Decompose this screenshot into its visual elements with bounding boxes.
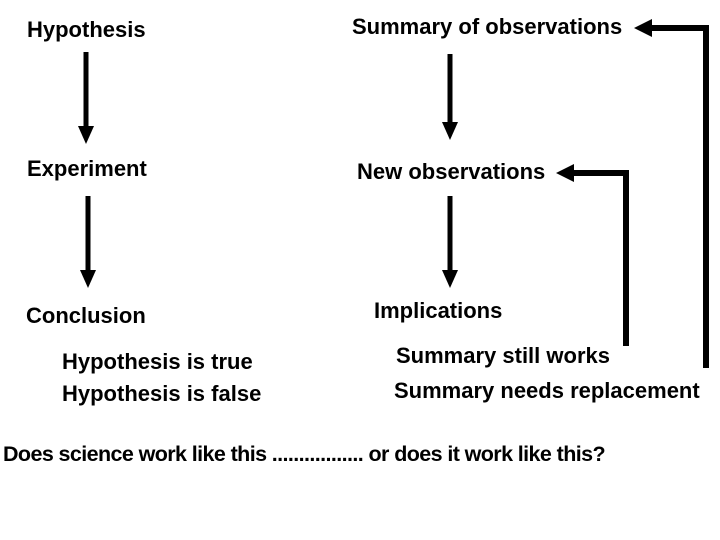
outcome-summary-needs-replacement: Summary needs replacement — [394, 378, 700, 403]
arrow-hypothesis-to-experiment — [78, 52, 94, 144]
arrow-experiment-to-conclusion — [80, 196, 96, 288]
arrow-stillworks-feedback — [556, 164, 629, 346]
node-hypothesis: Hypothesis — [27, 17, 146, 42]
arrow-summary-to-newobs — [442, 54, 458, 140]
node-conclusion: Conclusion — [26, 303, 146, 328]
node-implications: Implications — [374, 298, 503, 323]
outcome-summary-still-works: Summary still works — [396, 343, 610, 368]
node-experiment: Experiment — [27, 156, 147, 181]
outcome-hypothesis-true: Hypothesis is true — [62, 349, 253, 374]
arrow-newobs-to-implications — [442, 196, 458, 288]
slide-caption: Does science work like this ............… — [3, 442, 606, 466]
arrow-replacement-feedback — [634, 19, 709, 368]
node-summary-of-observations: Summary of observations — [352, 14, 623, 39]
node-new-observations: New observations — [357, 159, 546, 184]
outcome-hypothesis-false: Hypothesis is false — [62, 381, 262, 406]
